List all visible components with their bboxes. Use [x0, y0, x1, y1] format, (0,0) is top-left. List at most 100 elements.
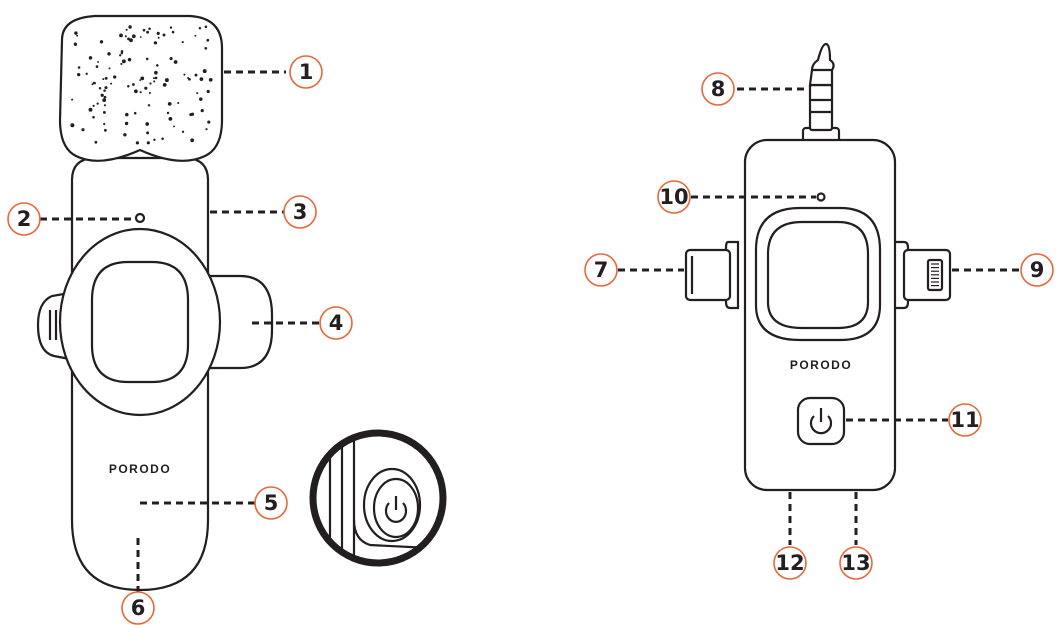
mesh-dot [181, 130, 185, 133]
mesh-dot [169, 26, 173, 29]
mesh-dot [167, 102, 172, 106]
callout-13: 13 [839, 546, 873, 580]
mesh-dot [102, 78, 105, 81]
mesh-dot [139, 36, 142, 38]
mesh-dot [146, 30, 150, 34]
callout-2: 2 [7, 202, 41, 236]
receiver-lightning-connector [892, 240, 952, 310]
svg-text:5: 5 [264, 491, 279, 515]
mesh-dot [103, 104, 106, 107]
mesh-dot [133, 111, 137, 115]
mesh-dot [103, 122, 106, 126]
callout-4: 4 [319, 306, 353, 340]
mesh-dot [157, 36, 160, 39]
mesh-dot [73, 42, 78, 46]
mesh-dot [92, 104, 95, 107]
mesh-dot [123, 133, 127, 137]
power-button-zoom-inset [309, 429, 447, 567]
callouts: 1 2 3 4 5 6 7 8 9 10 11 12 13 [7, 55, 1054, 625]
mesh-dot [199, 77, 204, 81]
mesh-dot [98, 87, 102, 90]
mesh-dot [154, 70, 158, 75]
mesh-dot [94, 140, 98, 144]
mic-mesh-dots [70, 25, 213, 145]
mesh-dot [162, 83, 167, 87]
transmitter: PORODO [36, 14, 274, 592]
svg-text:10: 10 [659, 185, 688, 209]
mesh-dot [189, 113, 193, 117]
mesh-dot [108, 67, 111, 70]
mesh-dot [149, 82, 152, 85]
callout-8: 8 [701, 72, 735, 106]
mesh-dot [110, 82, 113, 85]
mesh-dot [142, 28, 146, 32]
mesh-dot [77, 72, 81, 77]
mesh-dot [156, 31, 160, 35]
mesh-dot [96, 102, 99, 105]
receiver-brand-logo: PORODO [790, 358, 852, 372]
mesh-dot [207, 120, 211, 124]
mesh-dot [124, 121, 129, 126]
mesh-dot [147, 104, 151, 107]
mesh-dot [200, 109, 204, 113]
mesh-dot [119, 54, 122, 57]
mesh-dot [146, 131, 150, 135]
mesh-dot [76, 34, 79, 37]
mesh-dot [177, 101, 180, 105]
transmitter-mic-hole [134, 212, 146, 224]
mesh-dot [146, 141, 150, 145]
mesh-dot [113, 75, 117, 79]
svg-text:8: 8 [711, 77, 726, 101]
power-icon [809, 408, 833, 435]
callout-1: 1 [289, 55, 323, 89]
mesh-dot [92, 81, 96, 85]
transmitter-mic-head [58, 14, 224, 162]
mesh-dot [208, 77, 213, 82]
mesh-dot [131, 34, 136, 39]
mesh-dot [206, 89, 210, 94]
mesh-dot [97, 60, 100, 63]
leader-lines [40, 70, 1020, 592]
svg-text:9: 9 [1030, 258, 1045, 282]
mesh-dot [166, 111, 170, 115]
mesh-dot [127, 84, 130, 88]
mesh-dot [103, 95, 107, 99]
mesh-dot [102, 98, 107, 102]
mesh-dot [107, 52, 111, 56]
mesh-dot [92, 115, 95, 119]
mesh-dot [135, 141, 140, 145]
callout-12: 12 [773, 546, 807, 580]
mesh-dot [134, 89, 138, 94]
mesh-dot [132, 83, 135, 86]
mesh-dot [169, 57, 173, 61]
mesh-dot [124, 35, 127, 38]
mesh-dot [85, 72, 88, 75]
mesh-dot [205, 128, 208, 131]
mesh-dot [171, 30, 175, 34]
inset-edge-curve [352, 519, 431, 550]
mesh-dot [100, 93, 104, 97]
svg-text:1: 1 [299, 60, 314, 84]
mesh-dot [145, 122, 150, 126]
mesh-dot [128, 25, 132, 29]
mesh-dot [104, 76, 108, 80]
mesh-dot [153, 138, 156, 141]
power-icon [384, 496, 408, 523]
mesh-dot [88, 56, 93, 60]
mesh-dot [153, 80, 156, 83]
transmitter-clip-tab [203, 274, 274, 370]
receiver-usb-c-connector [684, 240, 740, 310]
mesh-dot [119, 33, 123, 38]
receiver-charging-pad [754, 206, 882, 342]
receiver-mic-hole [816, 192, 826, 202]
mesh-dot [199, 97, 203, 101]
mesh-dot [196, 92, 199, 95]
mesh-dot [187, 77, 190, 79]
mesh-dot [127, 57, 132, 62]
svg-text:12: 12 [775, 551, 804, 575]
mesh-dot [140, 76, 145, 81]
mesh-dot [74, 31, 78, 35]
svg-text:3: 3 [293, 200, 308, 224]
mesh-dot [102, 110, 106, 114]
